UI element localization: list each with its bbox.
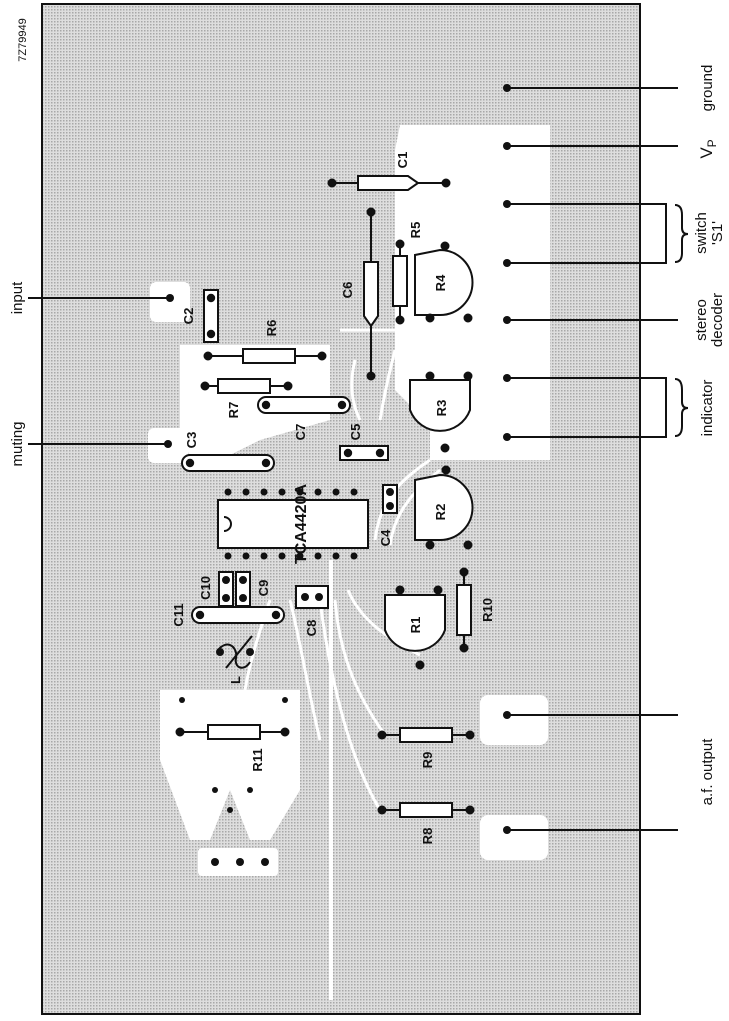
label-r5: R5 xyxy=(408,222,423,239)
label-c4: C4 xyxy=(378,529,393,546)
label-indicator: indicator xyxy=(699,380,716,437)
label-stereo: stereo xyxy=(693,299,710,341)
capacitor-c10 xyxy=(218,571,234,607)
ic-tca4420a: TCA4420A xyxy=(217,484,369,564)
connection-pads xyxy=(164,84,511,834)
capacitor-c6 xyxy=(363,207,379,381)
label-switch: switch xyxy=(693,212,710,254)
drawing-number: 7Z79949 xyxy=(17,18,29,61)
label-r6: R6 xyxy=(264,320,279,337)
brace-indicator xyxy=(674,378,689,437)
label-switch-s1: 'S1' xyxy=(709,221,726,245)
label-c2: C2 xyxy=(181,308,196,325)
resistor-r9 xyxy=(377,727,475,743)
label-decoder: decoder xyxy=(709,293,726,347)
coil-l xyxy=(216,635,254,669)
resistor-r11 xyxy=(175,724,290,740)
label-vp: VP xyxy=(697,139,719,158)
capacitor-c2 xyxy=(203,289,219,343)
capacitor-c7 xyxy=(257,396,351,414)
label-r11: R11 xyxy=(250,748,265,771)
label-input: input xyxy=(9,281,26,314)
capacitor-c3 xyxy=(181,454,275,472)
capacitor-c11 xyxy=(191,606,285,624)
label-r1: R1 xyxy=(408,617,423,634)
label-c11: C11 xyxy=(171,603,186,626)
trimmer-r1 xyxy=(384,585,446,670)
label-r8: R8 xyxy=(420,828,435,845)
label-r9: R9 xyxy=(420,752,435,769)
resistor-r10 xyxy=(456,567,472,653)
label-c9: C9 xyxy=(256,580,271,597)
label-r4: R4 xyxy=(433,274,448,291)
label-c1: C1 xyxy=(395,152,410,169)
capacitor-c4 xyxy=(382,484,398,514)
label-muting: muting xyxy=(9,421,26,466)
capacitor-c5 xyxy=(339,445,389,461)
label-c10: C10 xyxy=(198,576,213,600)
ic-label: TCA4420A xyxy=(293,484,310,564)
capacitor-c1 xyxy=(327,175,451,191)
connection-leads xyxy=(28,87,678,831)
label-r7: R7 xyxy=(226,402,241,419)
label-r2: R2 xyxy=(433,504,448,521)
pad-row xyxy=(179,697,288,866)
brace-switch xyxy=(674,204,689,263)
label-c7: C7 xyxy=(293,424,308,441)
resistor-r8 xyxy=(377,802,475,818)
svg-text:VP: VP xyxy=(697,139,719,158)
label-c3: C3 xyxy=(184,432,199,449)
label-c5: C5 xyxy=(348,424,363,441)
label-af-output: a.f. output xyxy=(699,738,716,806)
label-ground: ground xyxy=(699,65,716,112)
capacitor-c9 xyxy=(235,571,251,607)
label-c8: C8 xyxy=(304,620,319,637)
label-r10: R10 xyxy=(480,598,495,622)
trimmer-r3 xyxy=(409,371,473,453)
resistor-r7 xyxy=(200,378,293,394)
resistor-r5 xyxy=(392,239,408,325)
trimmer-r4 xyxy=(414,241,474,323)
trimmer-r2 xyxy=(414,465,474,550)
label-c6: C6 xyxy=(340,282,355,299)
resistor-r6 xyxy=(203,348,327,364)
label-l: L xyxy=(228,676,243,684)
capacitor-c8 xyxy=(295,585,329,609)
label-r3: R3 xyxy=(434,400,449,417)
